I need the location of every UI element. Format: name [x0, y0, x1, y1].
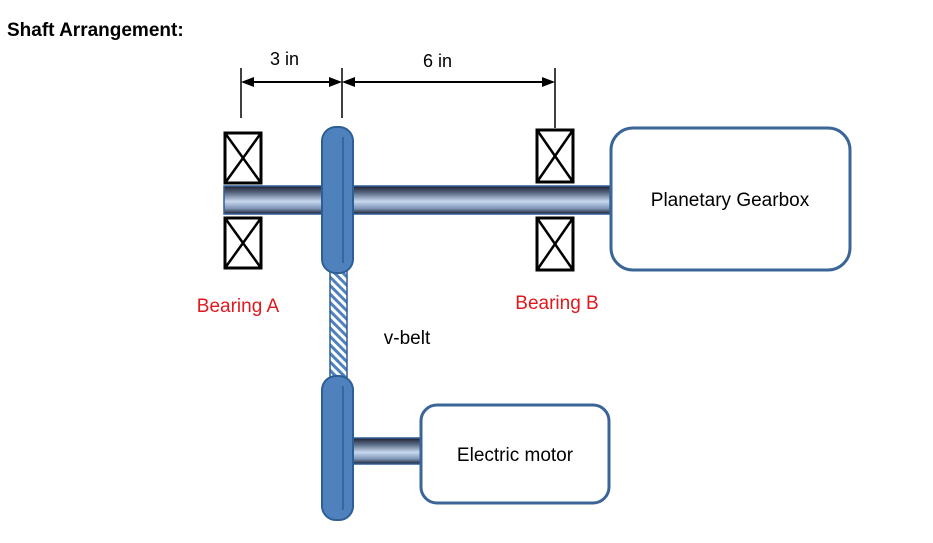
motor-label: Electric motor — [457, 445, 574, 466]
v-belt-label: v-belt — [384, 328, 431, 349]
motor-shaft — [351, 437, 423, 465]
bearing-a-symbol — [223, 131, 263, 270]
main-shaft — [223, 185, 611, 215]
dimension-label-3in: 3 in — [270, 49, 299, 69]
gearbox-label: Planetary Gearbox — [651, 190, 810, 211]
v-belt — [329, 267, 348, 381]
arrowhead-right — [542, 77, 555, 87]
bearing-a-label: Bearing A — [197, 296, 280, 317]
dimension-label-6in: 6 in — [423, 51, 452, 71]
arrowhead-left — [241, 77, 254, 87]
page-title: Shaft Arrangement: — [7, 20, 184, 41]
upper-pulley — [321, 126, 354, 274]
arrowhead-middle-left — [329, 77, 342, 87]
electric-motor: Electric motor — [419, 403, 611, 505]
arrowhead-middle-right — [342, 77, 355, 87]
bearing-b-symbol — [535, 128, 575, 272]
bearing-b-label: Bearing B — [515, 293, 598, 314]
gearbox-box — [609, 126, 852, 272]
planetary-gearbox: Planetary Gearbox — [609, 126, 852, 272]
motor-box — [419, 403, 611, 505]
dimension-lines: 3 in 6 in — [240, 49, 556, 128]
lower-pulley — [321, 375, 354, 521]
